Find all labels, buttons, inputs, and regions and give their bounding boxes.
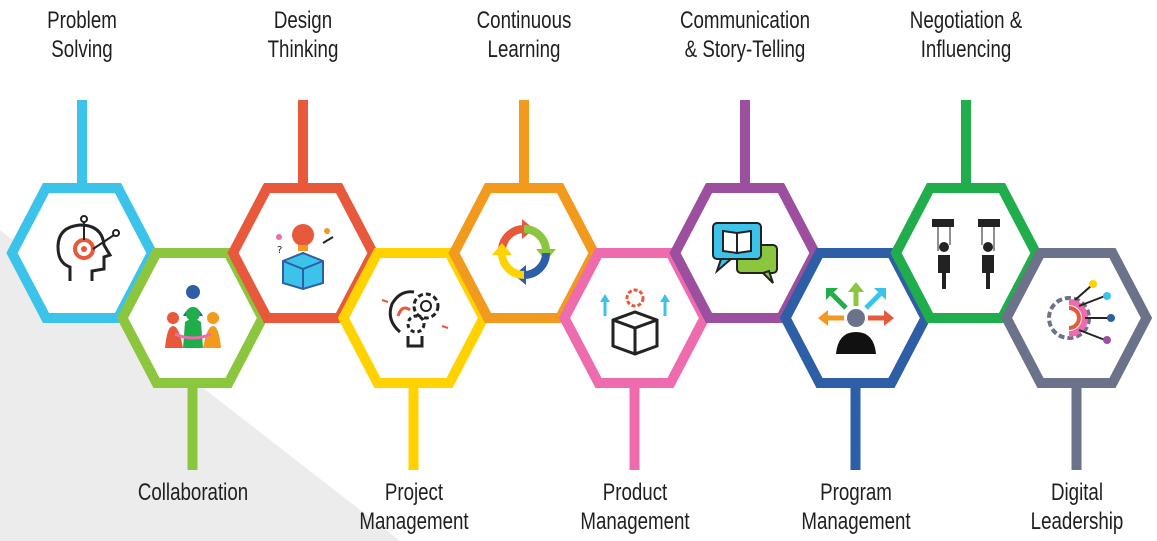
- skill-label-line: Continuous: [476, 7, 572, 34]
- skill-label-line: Negotiation &: [909, 7, 1023, 34]
- skill-label-line: Management: [800, 508, 911, 535]
- skill-label-2: Collaboration: [107, 478, 279, 507]
- head-gear-icon: [40, 211, 124, 295]
- digital-network-icon: [1035, 276, 1119, 360]
- skill-label-line: Thinking: [267, 36, 339, 63]
- skill-label-line: Management: [579, 508, 690, 535]
- skill-label-line: Influencing: [920, 36, 1012, 63]
- skill-label-line: Problem: [47, 7, 117, 34]
- product-box-icon: [593, 276, 677, 360]
- idea-box-icon: ?: [261, 211, 345, 295]
- skill-label-line: Learning: [487, 36, 561, 63]
- skill-label-line: Product: [602, 479, 667, 506]
- skill-label-line: Leadership: [1030, 508, 1123, 535]
- cycle-arrows-icon: [482, 211, 566, 295]
- skill-label-line: & Story-Telling: [684, 36, 806, 63]
- skill-label-line: Management: [358, 508, 469, 535]
- chat-book-icon: [703, 211, 787, 295]
- skill-label-line: Digital: [1050, 479, 1103, 506]
- lightbulb-gears-icon: [372, 276, 456, 360]
- skill-label-line: Design: [273, 7, 333, 34]
- skill-label-line: Solving: [51, 36, 113, 63]
- team-people-icon: [151, 276, 235, 360]
- puppets-icon: [924, 211, 1008, 295]
- skill-label-line: Communication: [679, 7, 811, 34]
- skill-label-line: Collaboration: [137, 479, 248, 506]
- skill-label-9: Negotiation &Influencing: [880, 6, 1052, 64]
- svg-text:?: ?: [277, 245, 282, 256]
- skill-label-7: Communication& Story-Telling: [659, 6, 831, 64]
- person-arrows-icon: [814, 276, 898, 360]
- skill-label-line: Program: [819, 479, 892, 506]
- skill-label-line: Project: [384, 479, 443, 506]
